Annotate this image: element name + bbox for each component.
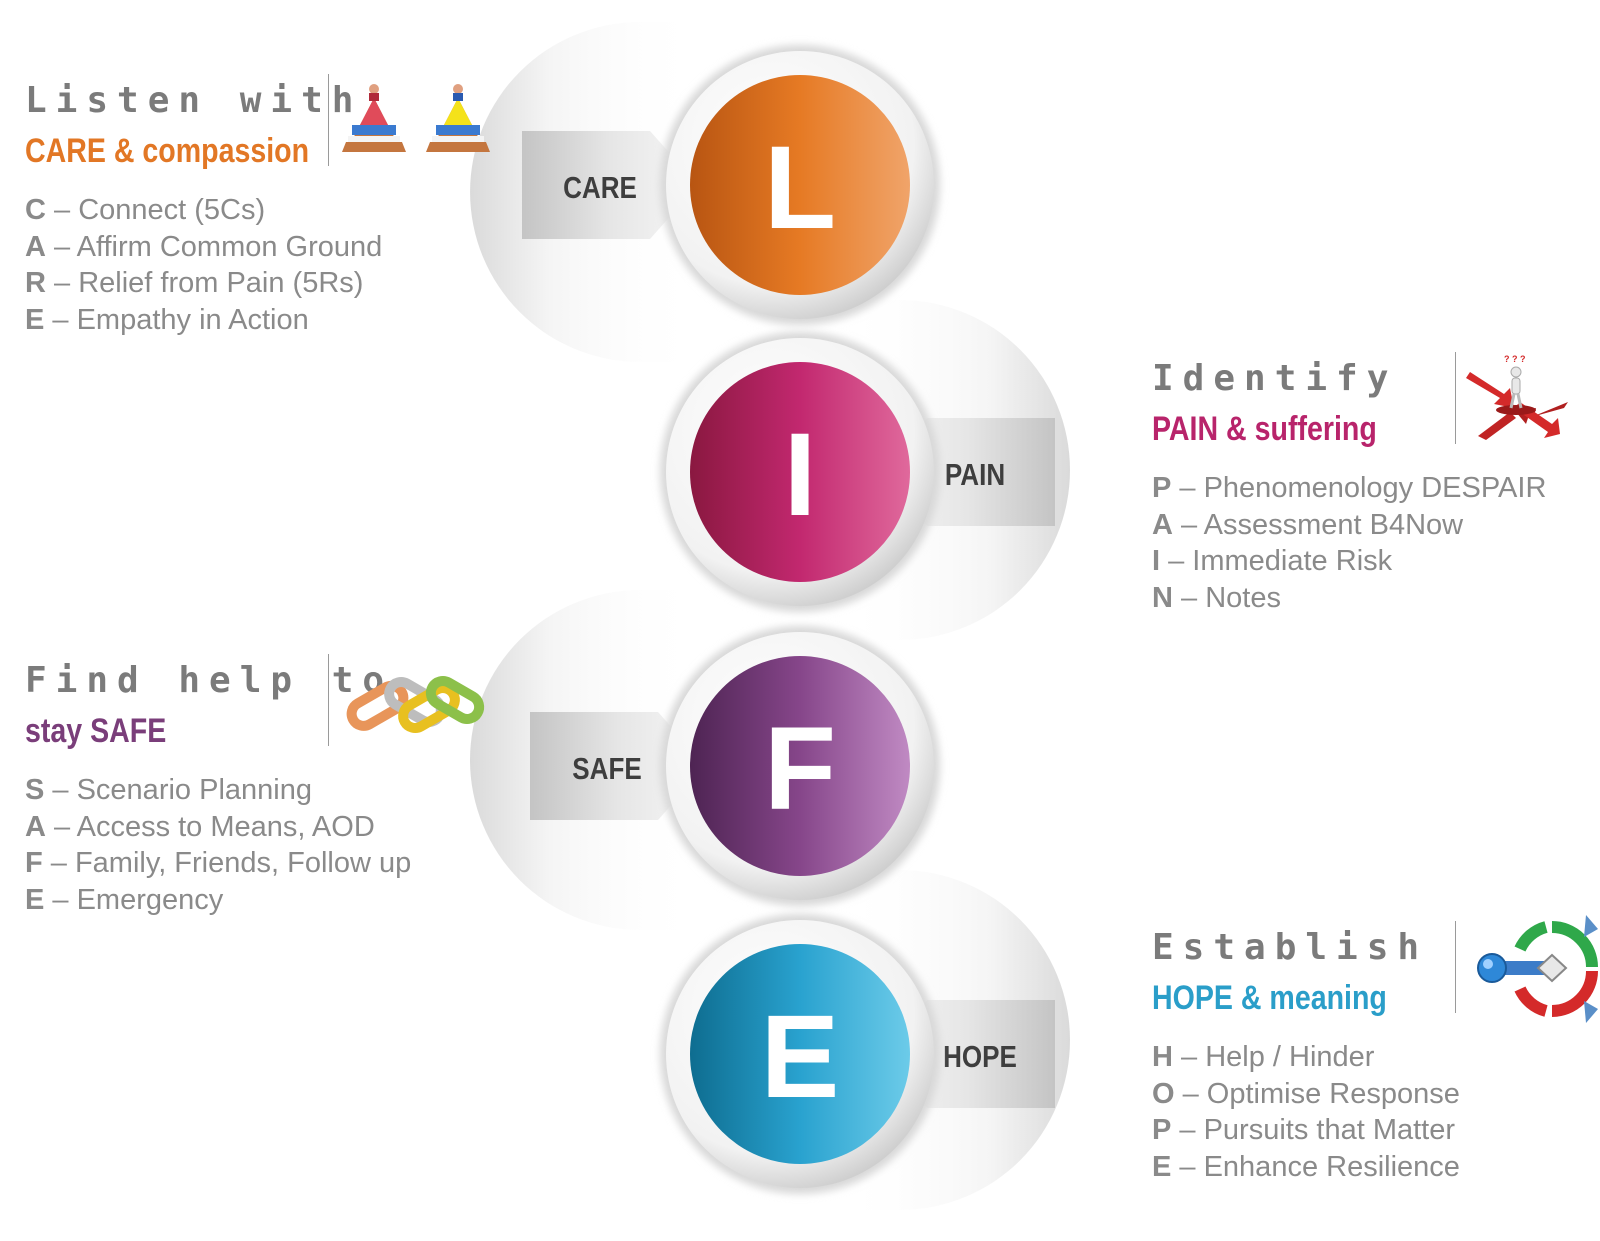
- interlocking-links-icon: [337, 660, 487, 745]
- section-care-list: C – Connect (5Cs) A – Affirm Common Grou…: [25, 192, 382, 338]
- section-safe-divider: [328, 654, 329, 746]
- section-pain-subtitle: PAIN & suffering: [1152, 410, 1377, 448]
- care-tag-label: CARE: [563, 171, 637, 206]
- I-letter: I: [784, 409, 817, 541]
- pain-tag-label: PAIN: [945, 458, 1005, 493]
- section-hope-divider: [1455, 921, 1456, 1013]
- life-row-F: SAFE F: [530, 626, 940, 906]
- list-item: A – Affirm Common Ground: [25, 230, 383, 263]
- L-letter: L: [764, 122, 836, 254]
- list-item: F – Family, Friends, Follow up: [25, 847, 412, 879]
- E-circle: [690, 944, 910, 1164]
- safe-tag-label: SAFE: [572, 752, 641, 787]
- list-item: H – Help / Hinder: [1152, 1041, 1375, 1073]
- section-hope-title: Establish: [1152, 927, 1429, 968]
- section-safe-title: Find help to: [25, 660, 394, 701]
- list-item: E – Empathy in Action: [25, 303, 309, 336]
- section-hope-list: H – Help / Hinder O – Optimise Response …: [1152, 1039, 1460, 1185]
- section-safe-list: S – Scenario Planning A – Access to Mean…: [25, 772, 411, 918]
- section-safe-subtitle: stay SAFE: [25, 712, 167, 750]
- list-item: S – Scenario Planning: [25, 774, 312, 806]
- section-hope-subtitle: HOPE & meaning: [1152, 979, 1387, 1017]
- cycle-arrows-icon: [1474, 909, 1598, 1034]
- section-care-divider: [328, 74, 329, 166]
- E-letter: E: [761, 991, 840, 1123]
- section-pain-divider: [1455, 352, 1456, 444]
- list-item: A – Access to Means, AOD: [25, 810, 375, 843]
- hope-tag-label: HOPE: [943, 1040, 1017, 1075]
- I-circle: [690, 362, 910, 582]
- section-pain-list: P – Phenomenology DESPAIR A – Assessment…: [1152, 470, 1546, 616]
- life-row-I: PAIN I: [660, 332, 1055, 612]
- list-item: P – Pursuits that Matter: [1152, 1114, 1456, 1146]
- list-item: I – Immediate Risk: [1152, 545, 1393, 577]
- safe-tag: [530, 712, 706, 820]
- life-row-E: HOPE E: [660, 914, 1055, 1194]
- list-item: R – Relief from Pain (5Rs): [25, 267, 364, 299]
- crossroads-arrows-icon: ? ? ?: [1464, 352, 1574, 449]
- list-item: E – Enhance Resilience: [1152, 1150, 1460, 1183]
- care-tag: [522, 131, 698, 239]
- svg-text:? ? ?: ? ? ?: [1504, 354, 1526, 364]
- pyramid-people-icon: [338, 80, 498, 165]
- list-item: E – Emergency: [25, 883, 224, 916]
- section-care-title: Listen with: [25, 80, 363, 121]
- list-item: C – Connect (5Cs): [25, 194, 266, 226]
- section-pain-title: Identify: [1152, 358, 1398, 399]
- F-letter: F: [764, 703, 836, 835]
- list-item: O – Optimise Response: [1152, 1077, 1460, 1110]
- list-item: P – Phenomenology DESPAIR: [1152, 472, 1547, 504]
- list-item: A – Assessment B4Now: [1152, 508, 1464, 541]
- L-circle: [690, 75, 910, 295]
- F-circle: [690, 656, 910, 876]
- section-care-subtitle: CARE & compassion: [25, 132, 310, 170]
- list-item: N – Notes: [1152, 581, 1281, 614]
- life-row-L: CARE L: [522, 45, 940, 325]
